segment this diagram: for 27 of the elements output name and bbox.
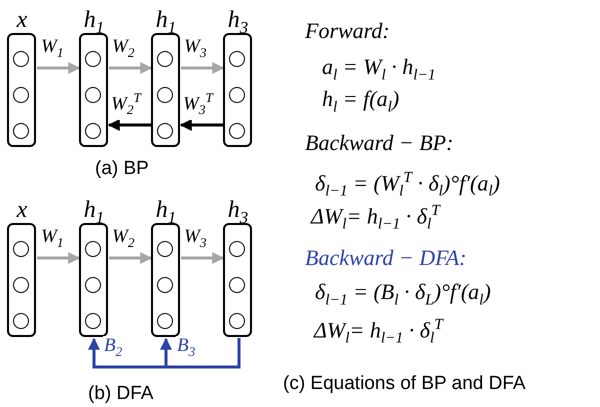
equation: h$_{l}$ = f(a$_{l}$) xyxy=(322,86,400,118)
equation-heading: Forward: xyxy=(305,18,390,44)
layer-label: h$_{1}$ xyxy=(156,7,176,33)
caption: (b) DFA xyxy=(88,383,154,405)
layer-label: h$_{1}$ xyxy=(84,7,104,33)
equation-heading: Backward − BP: xyxy=(305,130,454,156)
equation: δ$_{l−1}$ = (W$_{l}$$^{T}$ · δ$_{l}$)°f′(a$_{l}$) xyxy=(315,168,500,202)
arrow xyxy=(181,62,224,74)
layer-label: x xyxy=(16,197,28,223)
arrow xyxy=(108,119,151,131)
layer-label: h$_{1}$ xyxy=(84,197,104,223)
arrow xyxy=(160,338,240,368)
arrow xyxy=(37,252,80,264)
arrow xyxy=(37,62,80,74)
equation: δ$_{l−1}$ = (B$_{l}$ · δ$_{L}$)°f′(a$_{l}$) xyxy=(315,279,491,310)
layer-label: h$_{1}$ xyxy=(156,197,176,223)
arrow xyxy=(109,62,152,74)
caption: (a) BP xyxy=(95,158,149,180)
layer-label: x xyxy=(16,7,28,33)
arrow xyxy=(181,252,224,264)
arrow xyxy=(109,252,152,264)
equation-heading: Backward − DFA: xyxy=(305,245,466,271)
arrow xyxy=(180,119,223,131)
caption: (c) Equations of BP and DFA xyxy=(283,373,526,395)
layer-label: h$_{3}$ xyxy=(228,7,248,33)
layer-label: h$_{3}$ xyxy=(228,197,248,223)
equation: a$_{l}$ = W$_{l}$ · h$_{l−1}$ xyxy=(322,54,436,86)
